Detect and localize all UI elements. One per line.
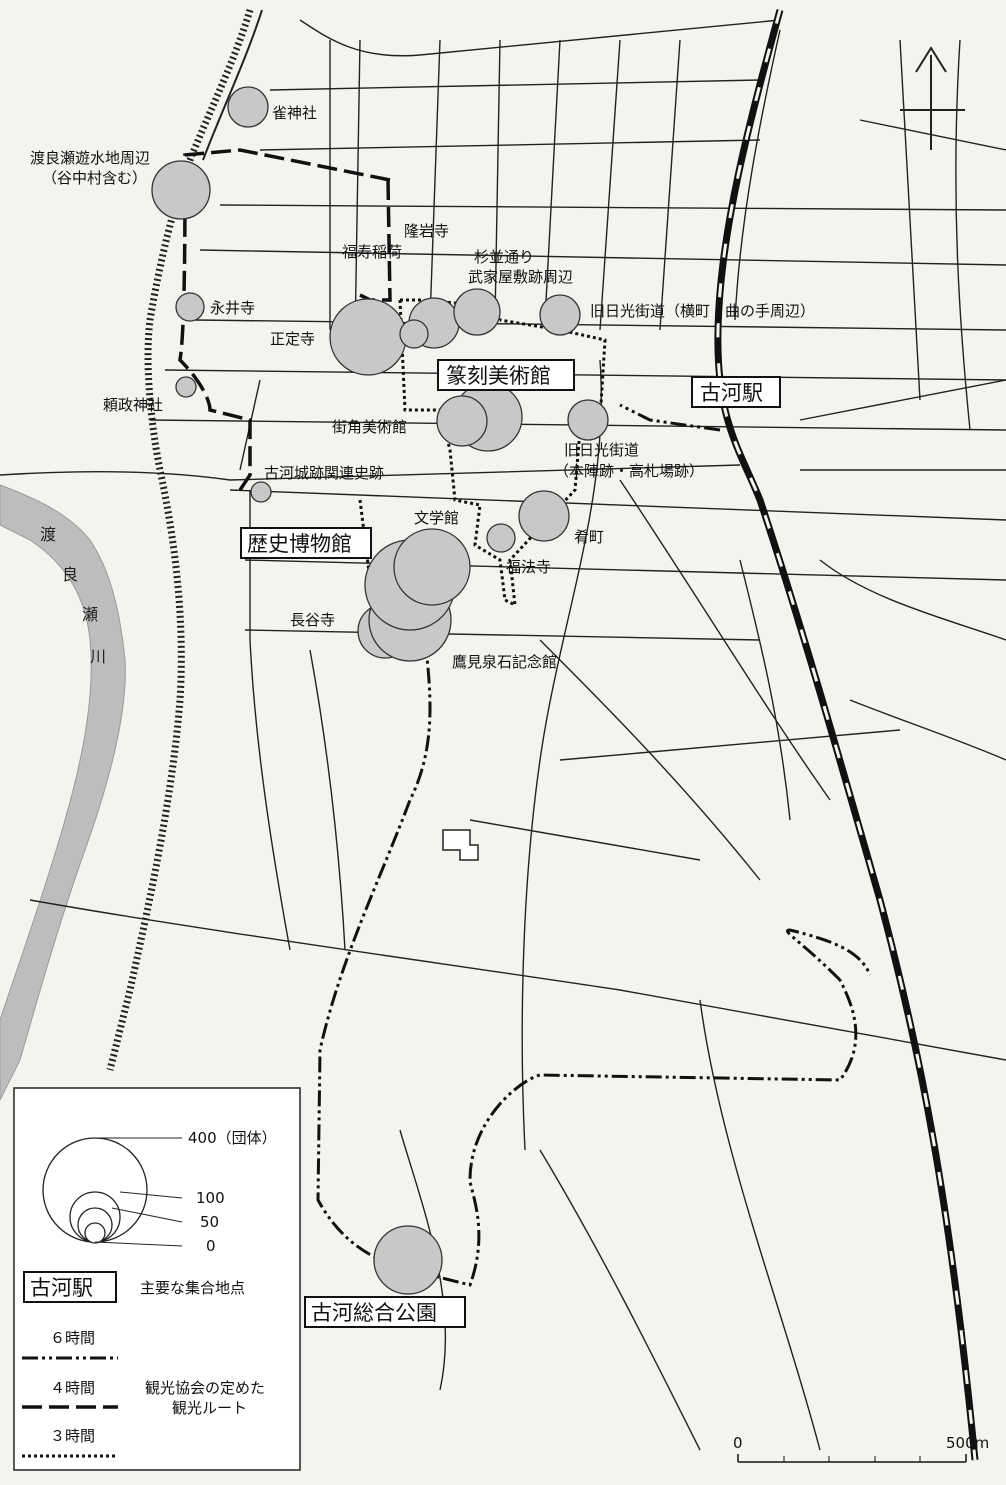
circle-suginami xyxy=(453,288,501,336)
circle-machikado-2 xyxy=(436,395,488,447)
legend-size-100: 100 xyxy=(196,1189,225,1207)
river-char-1: 渡 xyxy=(40,525,56,544)
circle-eisei xyxy=(175,292,205,322)
building-outline xyxy=(442,829,479,861)
circle-kogajo xyxy=(250,481,272,503)
legend-meeting-box: 古河駅 xyxy=(30,1276,93,1300)
scale-end: 500m xyxy=(946,1434,989,1452)
label-yorimasa: 頼政神社 xyxy=(103,396,163,414)
label-hasedera: 長谷寺 xyxy=(290,611,335,629)
legend: 400（団体） 100 50 0 古河駅 主要な集合地点 ６時間 ４時間 ３時間… xyxy=(13,1087,301,1471)
circle-kyunikko1 xyxy=(539,294,581,336)
legend-route-desc-1: 観光協会の定めた xyxy=(145,1379,265,1397)
circle-rekishi-2 xyxy=(393,528,471,606)
circle-suzume xyxy=(227,86,269,128)
legend-route-desc-2: 観光ルート xyxy=(172,1399,247,1417)
scale-zero: 0 xyxy=(733,1434,743,1452)
label-sakanamachi: 肴町 xyxy=(574,528,604,546)
river-char-4: 川 xyxy=(90,647,106,666)
label-kogajo: 古河城跡関連史跡 xyxy=(264,464,384,482)
label-watarase-2: （谷中村含む） xyxy=(42,169,147,187)
label-bungakukan: 文学館 xyxy=(414,509,459,527)
label-fukuhoji: 福法寺 xyxy=(506,558,551,576)
circle-shojo xyxy=(329,298,407,376)
circle-kyunikko2 xyxy=(567,399,609,441)
label-suginami-1: 杉並通り xyxy=(474,248,534,266)
label-takami: 鷹見泉石記念館 xyxy=(452,653,557,671)
legend-route-6: ６時間 xyxy=(50,1329,95,1347)
watarase-river xyxy=(0,484,126,1101)
label-fukuju: 福寿稲荷 xyxy=(342,243,402,261)
box-rekishi: 歴史博物館 xyxy=(247,532,352,556)
box-sogo-park: 古河総合公園 xyxy=(311,1301,437,1325)
legend-size-0: 0 xyxy=(206,1237,216,1255)
circle-fukuju xyxy=(399,319,429,349)
legend-size-50: 50 xyxy=(200,1213,219,1231)
route-6h xyxy=(316,403,872,1287)
label-shojo: 正定寺 xyxy=(270,330,315,348)
visitor-circles xyxy=(151,86,609,1295)
label-machikado: 街角美術館 xyxy=(332,418,407,436)
place-labels: 雀神社 渡良瀬遊水地周辺 （谷中村含む） 隆岩寺 福寿稲荷 杉並通り 武家屋敷跡… xyxy=(30,104,815,671)
river-label: 渡 良 瀬 川 xyxy=(40,525,106,666)
label-kyunikko2-1: 旧日光街道 xyxy=(564,441,639,459)
river-char-3: 瀬 xyxy=(82,605,98,624)
scale-bar: 0 500m xyxy=(733,1434,989,1463)
river-char-2: 良 xyxy=(62,565,78,584)
circle-sogo-park xyxy=(373,1225,443,1295)
label-suzume: 雀神社 xyxy=(272,104,317,122)
label-suginami-2: 武家屋敷跡周辺 xyxy=(468,268,573,286)
river-dike xyxy=(106,8,254,1071)
label-kyunikko2-2: （本陣跡・高札場跡） xyxy=(554,462,704,480)
meeting-points: 篆刻美術館 古河駅 歴史博物館 古河総合公園 xyxy=(240,359,781,1328)
label-kyunikko1: 旧日光街道（横町・曲の手周辺） xyxy=(590,302,815,320)
circle-sakanamachi xyxy=(518,490,570,542)
circle-watarase xyxy=(151,160,211,220)
box-tenkoku: 篆刻美術館 xyxy=(446,364,551,388)
railway xyxy=(714,9,979,1461)
circle-bungakukan xyxy=(486,523,516,553)
north-arrow xyxy=(900,46,965,150)
circle-yorimasa xyxy=(175,376,197,398)
legend-meeting-desc: 主要な集合地点 xyxy=(140,1279,245,1297)
legend-size-400: 400（団体） xyxy=(188,1129,277,1147)
legend-route-4: ４時間 xyxy=(50,1379,95,1397)
label-ryugan: 隆岩寺 xyxy=(404,222,449,240)
label-watarase-1: 渡良瀬遊水地周辺 xyxy=(30,149,150,167)
legend-route-3: ３時間 xyxy=(50,1427,95,1445)
box-koga-station: 古河駅 xyxy=(700,381,763,405)
label-eisei: 永井寺 xyxy=(210,299,255,317)
